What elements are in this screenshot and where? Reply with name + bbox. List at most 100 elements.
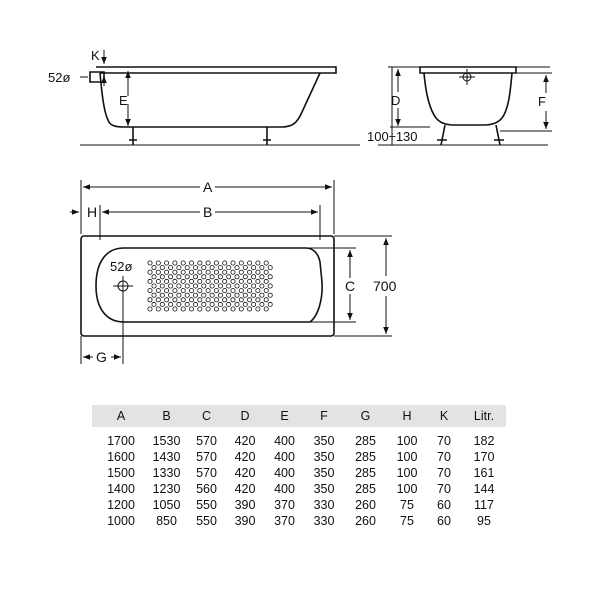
table-cell: 285: [355, 450, 376, 464]
anti-slip-dot: [155, 288, 161, 294]
table-cell: 570: [196, 450, 217, 464]
anti-slip-dot: [192, 292, 198, 298]
plan-b-label: B: [203, 204, 212, 220]
anti-slip-dot: [238, 260, 244, 266]
anti-slip-dot: [164, 306, 170, 312]
anti-slip-dot: [238, 297, 244, 303]
anti-slip-dot: [197, 297, 203, 303]
anti-slip-dot: [217, 265, 223, 271]
table-header-cell: H: [388, 405, 426, 433]
anti-slip-dot: [180, 278, 186, 284]
table-cell: 420: [234, 466, 256, 480]
side-tub-body: [99, 72, 321, 128]
anti-slip-dot: [247, 306, 253, 312]
table-cell: 390: [234, 498, 256, 512]
anti-slip-dot: [230, 288, 236, 294]
table-cell: 285: [355, 482, 376, 496]
anti-slip-dot: [180, 260, 186, 266]
anti-slip-dot: [267, 274, 273, 280]
anti-slip-dot: [234, 292, 240, 298]
anti-slip-dot: [155, 260, 161, 266]
anti-slip-dot: [201, 292, 207, 298]
anti-slip-dot: [159, 292, 165, 298]
table-cell: 144: [473, 482, 495, 496]
anti-slip-dot: [251, 265, 257, 271]
anti-slip-dot: [168, 265, 174, 271]
table-cell: 70: [437, 434, 451, 448]
anti-slip-dot: [263, 260, 269, 266]
anti-slip-dot: [226, 292, 232, 298]
plan-c-label: C: [345, 278, 355, 294]
anti-slip-dot: [188, 269, 194, 275]
table-cell: 570: [196, 466, 217, 480]
table-cell: 1230: [152, 482, 181, 496]
anti-slip-dot: [209, 301, 215, 307]
anti-slip-dot: [217, 292, 223, 298]
table-cell: 330: [313, 514, 335, 528]
plan-drain-diameter-label: 52ø: [110, 259, 132, 274]
end-d-label: D: [391, 93, 400, 108]
anti-slip-dot: [242, 274, 248, 280]
anti-slip-dot: [234, 301, 240, 307]
anti-slip-dot: [251, 301, 257, 307]
anti-slip-dot: [197, 269, 203, 275]
table-cell: 570: [196, 434, 217, 448]
anti-slip-dot: [259, 292, 265, 298]
anti-slip-dot: [247, 278, 253, 284]
anti-slip-dot: [188, 288, 194, 294]
anti-slip-dot: [197, 288, 203, 294]
anti-slip-dot: [255, 288, 261, 294]
plan-g-label: G: [96, 349, 107, 365]
anti-slip-dot: [226, 301, 232, 307]
anti-slip-dot: [242, 292, 248, 298]
anti-slip-dot: [197, 260, 203, 266]
anti-slip-dot: [205, 269, 211, 275]
anti-slip-dot: [242, 301, 248, 307]
table-cell: 390: [234, 514, 256, 528]
plan-tub-outer-rim: [80, 235, 335, 337]
anti-slip-dot: [155, 269, 161, 275]
anti-slip-dot: [184, 274, 190, 280]
anti-slip-dot: [176, 265, 182, 271]
anti-slip-dot: [172, 260, 178, 266]
table-header-cell: A: [92, 405, 146, 433]
table-cell: 170: [473, 450, 495, 464]
anti-slip-dot: [242, 265, 248, 271]
anti-slip-dot: [147, 278, 153, 284]
anti-slip-dot: [267, 292, 273, 298]
anti-slip-dot: [247, 269, 253, 275]
anti-slip-dot: [184, 283, 190, 289]
anti-slip-dot: [159, 283, 165, 289]
anti-slip-dot: [217, 274, 223, 280]
side-e-label: E: [119, 93, 128, 108]
anti-slip-dot: [209, 274, 215, 280]
anti-slip-dot: [263, 306, 269, 312]
table-cell: 350: [313, 434, 335, 448]
table-cell: 161: [473, 466, 495, 480]
anti-slip-dot: [147, 288, 153, 294]
anti-slip-dot: [176, 292, 182, 298]
anti-slip-dot: [209, 283, 215, 289]
anti-slip-dot: [151, 265, 157, 271]
anti-slip-dot: [147, 260, 153, 266]
table-cell: 70: [437, 466, 451, 480]
table-cell: 260: [355, 514, 376, 528]
anti-slip-dot: [192, 265, 198, 271]
anti-slip-dot: [205, 288, 211, 294]
anti-slip-dot: [180, 297, 186, 303]
table-cell: 285: [355, 466, 376, 480]
table-cell: 1700: [107, 434, 135, 448]
anti-slip-dot: [205, 306, 211, 312]
anti-slip-dot: [226, 274, 232, 280]
table-cell: 1430: [152, 450, 181, 464]
table-cell: 1500: [107, 466, 135, 480]
table-header-cell: E: [264, 405, 305, 433]
table-cell: 350: [313, 450, 335, 464]
side-overflow-diameter-label: 52ø: [48, 70, 70, 85]
